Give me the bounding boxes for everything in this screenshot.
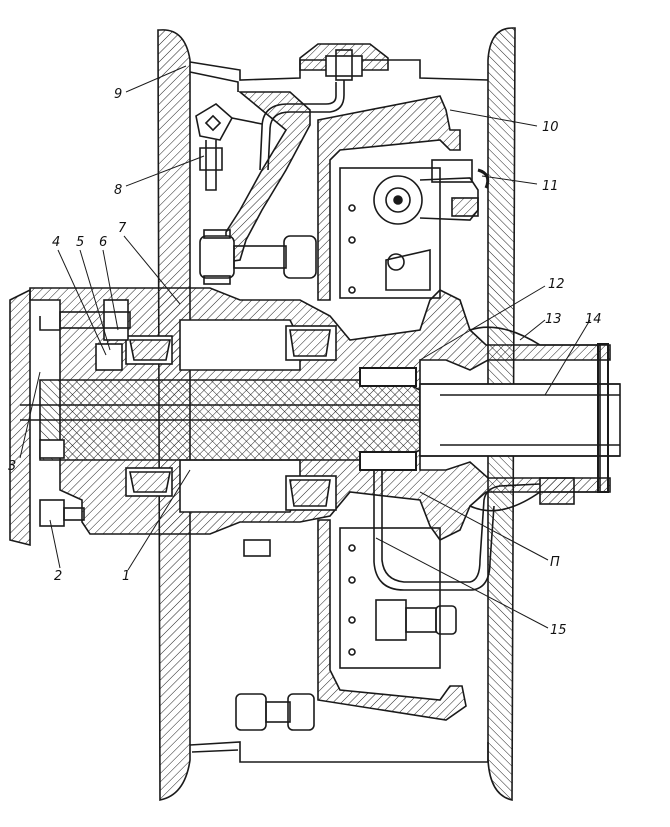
label-10: 10: [542, 120, 559, 135]
hub-cavity-upper: [179, 319, 301, 371]
label-1: 1: [122, 569, 130, 584]
outer-bearing-upper: [285, 325, 337, 361]
label-15: 15: [550, 623, 567, 638]
wheel-disc: [225, 91, 311, 263]
lockwasher-6: [103, 299, 129, 341]
leader-12: [419, 285, 546, 361]
outer-bearing-lower: [285, 475, 337, 511]
brake-drum-lower: [317, 519, 467, 721]
label-9: 9: [114, 87, 122, 102]
brake-cam: [373, 175, 423, 225]
seal-12: [359, 367, 417, 387]
wheel-bolt-lower: [235, 693, 315, 731]
hub-cap: [9, 288, 31, 547]
label-2: 2: [54, 569, 62, 584]
leader-14: [544, 319, 591, 396]
leader-6: [102, 249, 119, 331]
leader-3: [19, 371, 41, 459]
axle-housing-13: [469, 326, 601, 512]
brake-drum-upper: [317, 95, 461, 301]
leader-7: [123, 235, 181, 305]
leader-15: [375, 537, 549, 629]
brake-backing-lower: [339, 527, 441, 669]
inner-bearing-lower: [125, 467, 173, 497]
label-13: 13: [545, 312, 562, 327]
label-8: 8: [114, 183, 122, 198]
rim-bottom-band: [189, 741, 489, 763]
wheel-bolt-upper: [199, 229, 317, 285]
leader-P: [419, 491, 549, 561]
label-14: 14: [585, 312, 602, 327]
inner-bearing-upper: [125, 335, 173, 365]
leader-9: [125, 65, 187, 93]
axle-tube-14: [420, 383, 620, 457]
leader-2: [49, 519, 61, 569]
label-5: 5: [76, 235, 84, 250]
leader-10: [449, 109, 538, 127]
label-4: 4: [52, 235, 60, 250]
leader-4: [57, 249, 107, 356]
leader-11: [481, 175, 538, 185]
leader-13: [519, 319, 546, 341]
brake-backing-upper: [339, 167, 441, 299]
air-line-15: [381, 470, 541, 583]
label-11: 11: [542, 179, 559, 194]
label-6: 6: [99, 235, 107, 250]
label-3: 3: [8, 459, 16, 474]
bolt-2: [39, 499, 65, 527]
leader-1: [127, 469, 191, 571]
leader-8: [125, 155, 205, 187]
valve-stem-8: [199, 140, 223, 191]
hub-cavity-lower: [179, 459, 301, 513]
label-12: 12: [548, 277, 565, 292]
leader-5: [79, 249, 111, 351]
label-P: П: [550, 555, 560, 570]
label-7: 7: [118, 221, 127, 236]
lockring-11: [477, 168, 490, 189]
